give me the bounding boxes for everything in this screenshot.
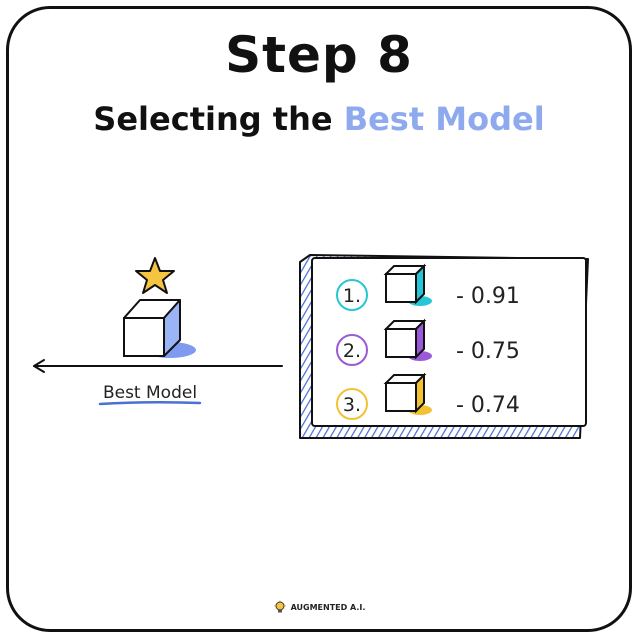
rank-number-3: 3. [343, 394, 361, 416]
arrow-left-icon [33, 359, 283, 373]
subtitle-accent: Best Model [343, 100, 545, 138]
score-3: - 0.74 [456, 393, 520, 418]
model-cube-icon [383, 318, 432, 361]
footer-brand-text: AUGMENTED A.I. [290, 602, 366, 612]
subtitle-prefix: Selecting the [93, 100, 344, 138]
footer-brand: AUGMENTED A.I. [0, 600, 638, 614]
star-icon [135, 257, 175, 294]
ranking-row-1: 1. - 0.91 [336, 263, 520, 311]
lightbulb-icon [273, 600, 286, 613]
page-title: Step 8 [225, 26, 413, 84]
score-2: - 0.75 [456, 339, 520, 364]
best-model-label: Best Model [103, 383, 197, 403]
rank-badge-1 [336, 279, 368, 311]
model-cube-icon [383, 263, 432, 306]
rank-number-2: 2. [343, 340, 361, 362]
ranking-panel [311, 257, 587, 427]
score-1: - 0.91 [456, 284, 520, 309]
best-model-cube-icon [123, 299, 196, 358]
rank-badge-3 [336, 388, 368, 420]
rank-number-1: 1. [343, 285, 361, 307]
page-subtitle: Selecting the Best Model [0, 100, 638, 138]
ranking-row-3: 3. - 0.74 [336, 372, 520, 420]
rank-badge-2 [336, 334, 368, 366]
ranking-row-2: 2. - 0.75 [336, 318, 520, 366]
model-cube-icon [383, 372, 432, 415]
